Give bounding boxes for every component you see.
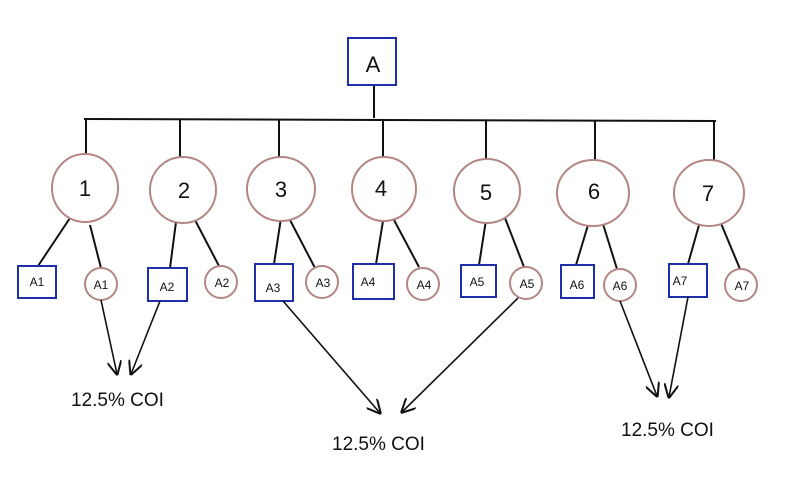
mating-arrow-a2-male: [131, 300, 161, 374]
gen2-male-label-a7: A7: [673, 274, 688, 288]
mating-arrow-a6-female: [619, 300, 657, 396]
generation1-labels: 1 2 3 4 5 6 7: [79, 176, 714, 206]
child-line-7-male: [687, 224, 700, 265]
gen1-circle-1: [51, 153, 119, 223]
root-square: [347, 37, 397, 86]
gen1-label-5: 5: [480, 180, 492, 205]
gen2-male-label-a6: A6: [570, 278, 585, 292]
child-line-5-female: [504, 217, 525, 268]
coi-result-1: 12.5% COI: [71, 390, 164, 411]
child-line-1-female: [89, 224, 102, 269]
gen2-female-label-a7: A7: [735, 279, 750, 293]
gen2-square-a6: [560, 264, 595, 299]
root-label: A: [366, 52, 381, 77]
gen2-female-label-a2: A2: [215, 276, 230, 290]
child-line-2-male: [169, 221, 177, 269]
child-line-2-female: [194, 219, 220, 267]
sibling-bus-line: [83, 118, 717, 122]
gen1-circle-3: [246, 156, 316, 222]
gen2-male-label-a4: A4: [361, 275, 376, 289]
gen2-square-a1: [17, 265, 57, 299]
mating-arrow-a7-male: [669, 296, 689, 397]
generation2-female-nodes: [84, 265, 758, 302]
gen2-square-a3: [254, 263, 294, 302]
generation2-male-labels: A1 A2 A3 A4 A5 A6 A7: [30, 274, 688, 295]
gen2-male-label-a2: A2: [160, 280, 175, 294]
child-line-1-male: [37, 217, 71, 267]
gen1-circle-2: [149, 156, 217, 224]
gen2-square-a7: [668, 263, 708, 298]
child-line-3-female: [289, 219, 316, 269]
generation2-female-labels: A1 A2 A3 A4 A5 A6 A7: [94, 276, 750, 293]
coi-result-3: 12.5% COI: [621, 420, 714, 441]
gen1-label-2: 2: [178, 178, 190, 203]
gen1-circle-4: [351, 156, 417, 222]
gen2-square-a4: [352, 263, 395, 300]
gen1-label-3: 3: [275, 177, 287, 202]
mating-arrow-a3-male: [282, 300, 380, 413]
generation1-nodes: [51, 153, 745, 227]
gen1-label-7: 7: [702, 181, 714, 206]
child-line-5-male: [478, 219, 487, 266]
gen2-female-label-a1: A1: [94, 278, 109, 292]
gen2-circle-a2: [204, 265, 238, 299]
coi-results: 12.5% COI 12.5% COI 12.5% COI: [71, 390, 714, 455]
mating-arrow-a1-female: [100, 299, 117, 374]
gen2-female-label-a4: A4: [417, 278, 432, 292]
child-line-6-male: [575, 224, 589, 266]
child-line-4-female: [393, 219, 420, 268]
mating-arrows: [100, 296, 689, 413]
child-line-3-male: [273, 217, 282, 265]
gen2-circle-a5: [509, 266, 543, 300]
gen2-male-label-a5: A5: [470, 275, 485, 289]
gen1-circle-7: [673, 159, 745, 227]
gen2-circle-a3: [305, 265, 339, 299]
gen2-female-label-a6: A6: [613, 279, 628, 293]
gen2-circle-a7: [724, 268, 758, 302]
gen2-square-a2: [147, 267, 188, 302]
child-line-6-female: [602, 223, 618, 270]
mating-arrow-a5-female: [402, 297, 519, 412]
coi-result-2: 12.5% COI: [332, 434, 425, 455]
child-line-4-male: [375, 220, 384, 265]
pedigree-connectors: [37, 85, 741, 270]
gen2-male-label-a1: A1: [30, 275, 45, 289]
gen2-male-label-a3: A3: [266, 281, 281, 295]
gen1-label-1: 1: [79, 176, 91, 201]
gen2-female-label-a5: A5: [520, 277, 535, 291]
generation2-male-nodes: [17, 263, 708, 302]
gen2-circle-a4: [406, 267, 440, 301]
gen1-label-4: 4: [375, 176, 387, 201]
child-line-7-female: [719, 220, 741, 270]
gen2-square-a5: [460, 264, 497, 298]
gen2-female-label-a3: A3: [316, 276, 331, 290]
gen1-circle-5: [453, 158, 521, 224]
gen1-label-6: 6: [588, 179, 600, 204]
gen1-circle-6: [556, 159, 630, 227]
